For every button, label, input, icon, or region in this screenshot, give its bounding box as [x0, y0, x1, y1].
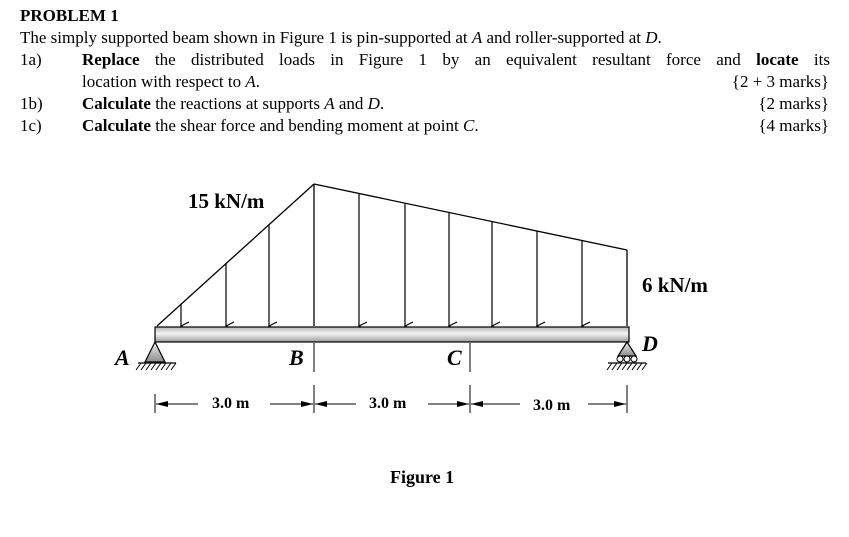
question-1b-number: 1b) — [20, 94, 43, 113]
q1b-and: and — [334, 94, 368, 113]
beam — [154, 326, 630, 343]
intro-point-a: A — [471, 28, 483, 47]
q1b-bold-calculate: Calculate — [82, 94, 151, 113]
q1c-point-c: C — [462, 116, 475, 135]
label-point-d: D — [641, 331, 658, 356]
load-line-falling — [313, 183, 628, 251]
q1b-point-a: A — [324, 94, 335, 113]
question-1b-text: Calculate the reactions at supports A an… — [82, 94, 384, 114]
question-1a-marks: {2 + 3 marks} — [731, 72, 829, 91]
load-left-label: 15 kN/m — [188, 189, 265, 213]
question-1a-number: 1a) — [20, 50, 42, 69]
q1a-bold-replace: Replace — [82, 50, 140, 69]
problem-intro: The simply supported beam shown in Figur… — [20, 28, 662, 48]
load-arrows — [181, 194, 582, 326]
q1a-line2-text: location with respect to — [82, 72, 246, 91]
q1b-point-d: D — [367, 94, 380, 113]
intro-point-d: D — [645, 28, 658, 47]
q1a-text: the distributed loads in Figure 1 by an … — [139, 50, 757, 69]
load-line-rising — [156, 183, 315, 327]
intro-text-mid: and roller-supported at — [482, 28, 646, 47]
question-1c-number: 1c) — [20, 116, 42, 135]
question-1b-marks: {2 marks} — [758, 94, 829, 113]
intro-end: . — [657, 28, 662, 47]
question-1c-marks: {4 marks} — [758, 116, 829, 135]
dimension-bc: 3.0 m — [369, 395, 407, 412]
q1a-point-a: A — [245, 72, 256, 91]
intro-text: The simply supported beam shown in Figur… — [20, 28, 472, 47]
q1b-text: the reactions at supports — [150, 94, 325, 113]
q1a-text-end: its — [798, 50, 830, 69]
q1c-bold-calculate: Calculate — [82, 116, 151, 135]
label-point-a: A — [113, 345, 130, 370]
roller-support-d — [606, 340, 648, 371]
q1a-line2-end: . — [255, 72, 260, 91]
load-right-label: 6 kN/m — [642, 273, 708, 297]
q1b-end: . — [379, 94, 385, 113]
q1c-end: . — [474, 116, 479, 135]
dimension-cd: 3.0 m — [533, 397, 571, 414]
load-envelope — [156, 183, 628, 327]
question-1c-text: Calculate the shear force and bending mo… — [82, 116, 479, 136]
dimension-line — [154, 385, 628, 413]
q1a-bold-locate: locate — [756, 50, 799, 69]
figure-caption: Figure 1 — [390, 467, 454, 487]
label-point-c: C — [447, 345, 462, 370]
question-1a-line1: Replace the distributed loads in Figure … — [82, 50, 830, 70]
dimension-ab: 3.0 m — [212, 395, 250, 412]
pin-support-a — [135, 340, 177, 371]
q1c-text: the shear force and bending moment at po… — [150, 116, 463, 135]
problem-title: PROBLEM 1 — [20, 6, 119, 25]
label-point-b: B — [288, 345, 304, 370]
question-1a-line2: location with respect to A. — [82, 72, 260, 92]
